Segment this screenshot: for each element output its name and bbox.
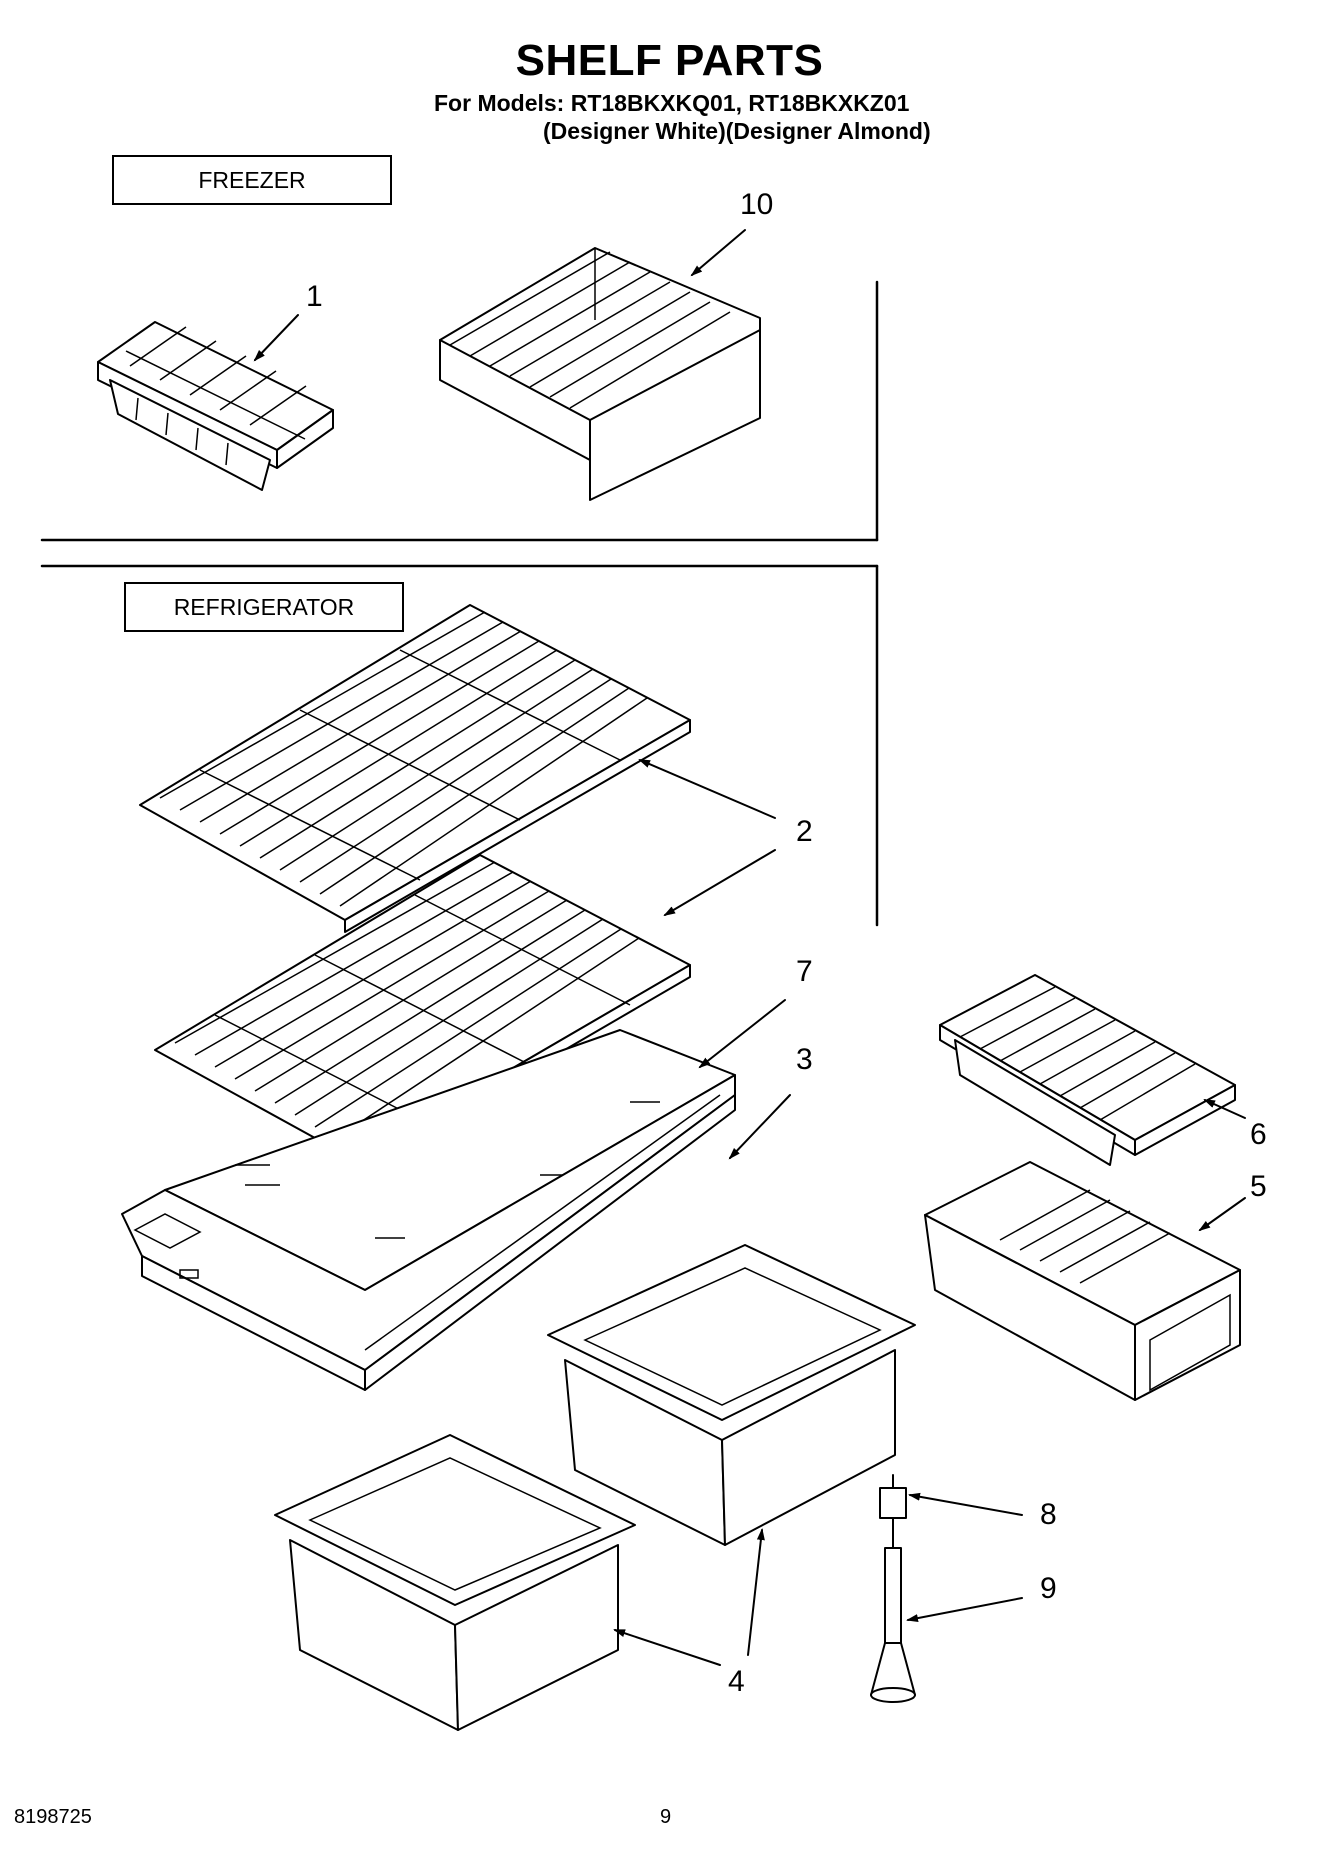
leader-arrow-9 xyxy=(906,1597,1023,1623)
leveling-leg-part xyxy=(870,1547,916,1703)
callout-8: 8 xyxy=(1040,1498,1057,1531)
deli-drawer-part xyxy=(924,1161,1241,1401)
callout-10: 10 xyxy=(740,188,774,221)
leader-arrow-3 xyxy=(728,1094,791,1160)
callout-3: 3 xyxy=(796,1043,813,1076)
upper-refrigerator-shelf xyxy=(139,604,691,933)
callout-9: 9 xyxy=(1040,1572,1057,1605)
page-number: 9 xyxy=(660,1806,672,1828)
freezer-shelf-part xyxy=(439,247,761,501)
crisper-cover-part xyxy=(121,1074,736,1391)
refrigerator-section-label: REFRIGERATOR xyxy=(124,582,404,632)
ice-tray-part xyxy=(97,321,334,491)
leader-arrow-2a xyxy=(638,759,776,819)
document-number: 8198725 xyxy=(14,1806,92,1828)
callout-4: 4 xyxy=(728,1665,745,1698)
leader-arrow-4a xyxy=(613,1629,721,1666)
freezer-section-label: FREEZER xyxy=(112,155,392,205)
small-slide-shelf-part xyxy=(939,974,1236,1166)
models-line: For Models: RT18BKXKQ01, RT18BKXKZ01 xyxy=(434,90,910,116)
leader-arrow-6 xyxy=(1203,1099,1246,1119)
leader-arrow-1 xyxy=(253,314,299,362)
refrigerator-section-border xyxy=(40,564,879,927)
freezer-section-border xyxy=(40,280,879,542)
right-crisper-part xyxy=(547,1244,916,1546)
colors-line: (Designer White)(Designer Almond) xyxy=(543,118,931,144)
callout-2: 2 xyxy=(796,815,813,848)
leader-arrow-2b xyxy=(663,849,776,917)
callout-6: 6 xyxy=(1250,1118,1267,1151)
leader-arrow-10 xyxy=(690,229,746,277)
leader-arrow-4b xyxy=(747,1528,765,1656)
page-title: SHELF PARTS xyxy=(515,36,824,85)
callout-7: 7 xyxy=(796,955,813,988)
leader-arrow-7 xyxy=(698,999,786,1069)
leveling-leg-top-part xyxy=(879,1474,907,1549)
leader-arrow-8 xyxy=(908,1492,1023,1516)
callout-1: 1 xyxy=(306,280,323,313)
leader-arrow-5 xyxy=(1198,1197,1246,1232)
callout-5: 5 xyxy=(1250,1170,1267,1203)
leader-arrows xyxy=(253,229,1246,1666)
left-crisper-part xyxy=(274,1434,636,1731)
